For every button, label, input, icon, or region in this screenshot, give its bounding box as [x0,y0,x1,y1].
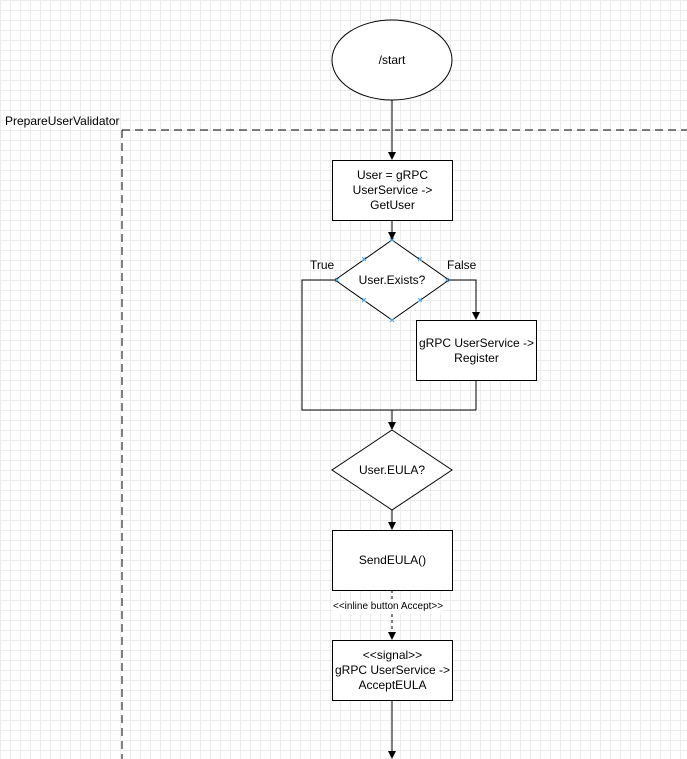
swimlane-title: PrepareUserValidator [5,114,120,128]
inline-button-edge-label: <<inline button Accept>> [333,600,444,614]
start-node[interactable]: /start [332,20,452,100]
send-eula-node[interactable]: SendEULA() [332,530,453,591]
edge-false-to-register [449,279,480,320]
false-branch-label: False [447,258,477,272]
exists-decision-node[interactable]: User.Exists? [335,265,449,295]
edge-true-branch [301,279,476,411]
start-node-label: /start [378,52,406,67]
exists-decision-label: User.Exists? [358,272,426,287]
true-branch-label: True [310,258,335,272]
register-node[interactable]: gRPC UserService -> Register [416,320,537,381]
eula-decision-label: User.EULA? [358,462,426,477]
eula-decision-node[interactable]: User.EULA? [332,455,452,485]
get-user-node[interactable]: User = gRPC UserService -> GetUser [332,160,453,221]
accept-eula-node[interactable]: <<signal>> gRPC UserService -> AcceptEUL… [332,640,453,701]
